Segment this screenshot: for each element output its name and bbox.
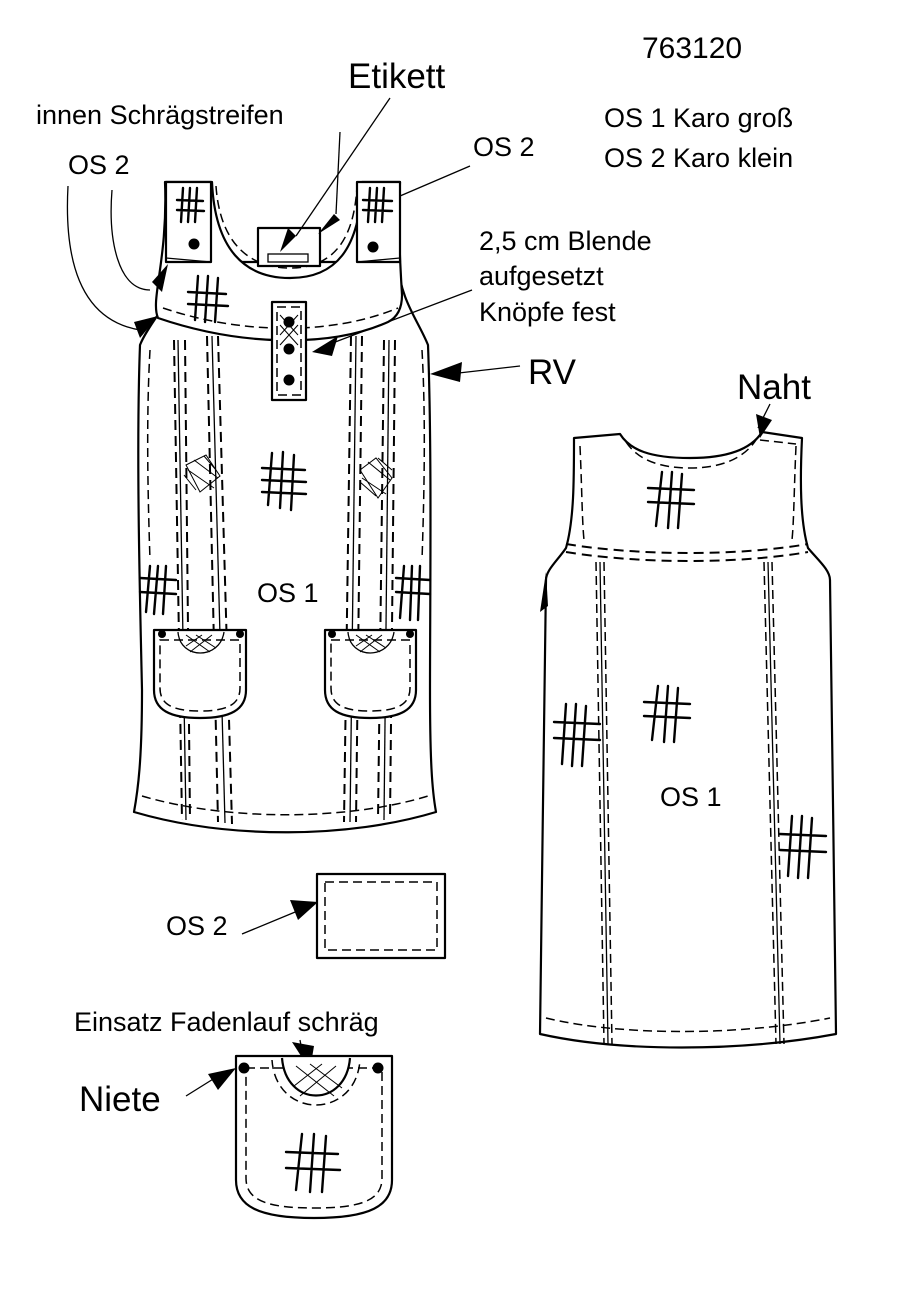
label-insert-grain: Einsatz Fadenlauf schräg <box>74 1007 379 1037</box>
label-rivet: Niete <box>79 1080 161 1119</box>
label-placket-2: aufgesetzt <box>479 261 604 291</box>
fabric-legend-os2: OS 2 Karo klein <box>604 143 793 173</box>
patch-detail: OS 2 <box>166 872 447 960</box>
label-os2-left: OS 2 <box>68 150 130 180</box>
label-placket-3: Knöpfe fest <box>479 297 616 327</box>
label-bias-strip: innen Schrägstreifen <box>36 100 284 130</box>
button-2 <box>283 343 295 355</box>
plaid-motif-front <box>138 186 432 702</box>
front-strap-right <box>355 180 402 264</box>
label-os2-right: OS 2 <box>473 132 535 162</box>
label-etikett: Etikett <box>348 57 446 96</box>
back-body-fabric-label: OS 1 <box>660 782 722 812</box>
patch-rectangle <box>315 872 447 960</box>
label-seam: Naht <box>737 368 811 407</box>
front-pocket-right <box>323 628 418 720</box>
button-3 <box>283 374 295 386</box>
fabric-legend-os1: OS 1 Karo groß <box>604 103 793 133</box>
front-body-fabric-label: OS 1 <box>257 578 319 608</box>
pocket-detail: Einsatz Fadenlauf schräg Niete <box>74 1007 394 1220</box>
button-1 <box>283 316 295 328</box>
back-view: OS 1 <box>538 430 838 1049</box>
back-yoke-seam <box>565 543 809 554</box>
front-callouts: Etikett innen Schrägstreifen OS 2 OS 2 2… <box>36 57 652 392</box>
rivet-left <box>238 1062 250 1074</box>
front-pocket-left <box>152 628 248 720</box>
rivet-right <box>372 1062 384 1074</box>
front-view: OS 1 <box>132 180 438 834</box>
label-placket-1: 2,5 cm Blende <box>479 226 652 256</box>
plaid-motif-back <box>552 470 828 880</box>
back-callouts: Naht <box>737 368 811 438</box>
label-patch-fabric: OS 2 <box>166 911 228 941</box>
article-number: 763120 <box>642 32 742 65</box>
label-zipper: RV <box>528 353 577 392</box>
